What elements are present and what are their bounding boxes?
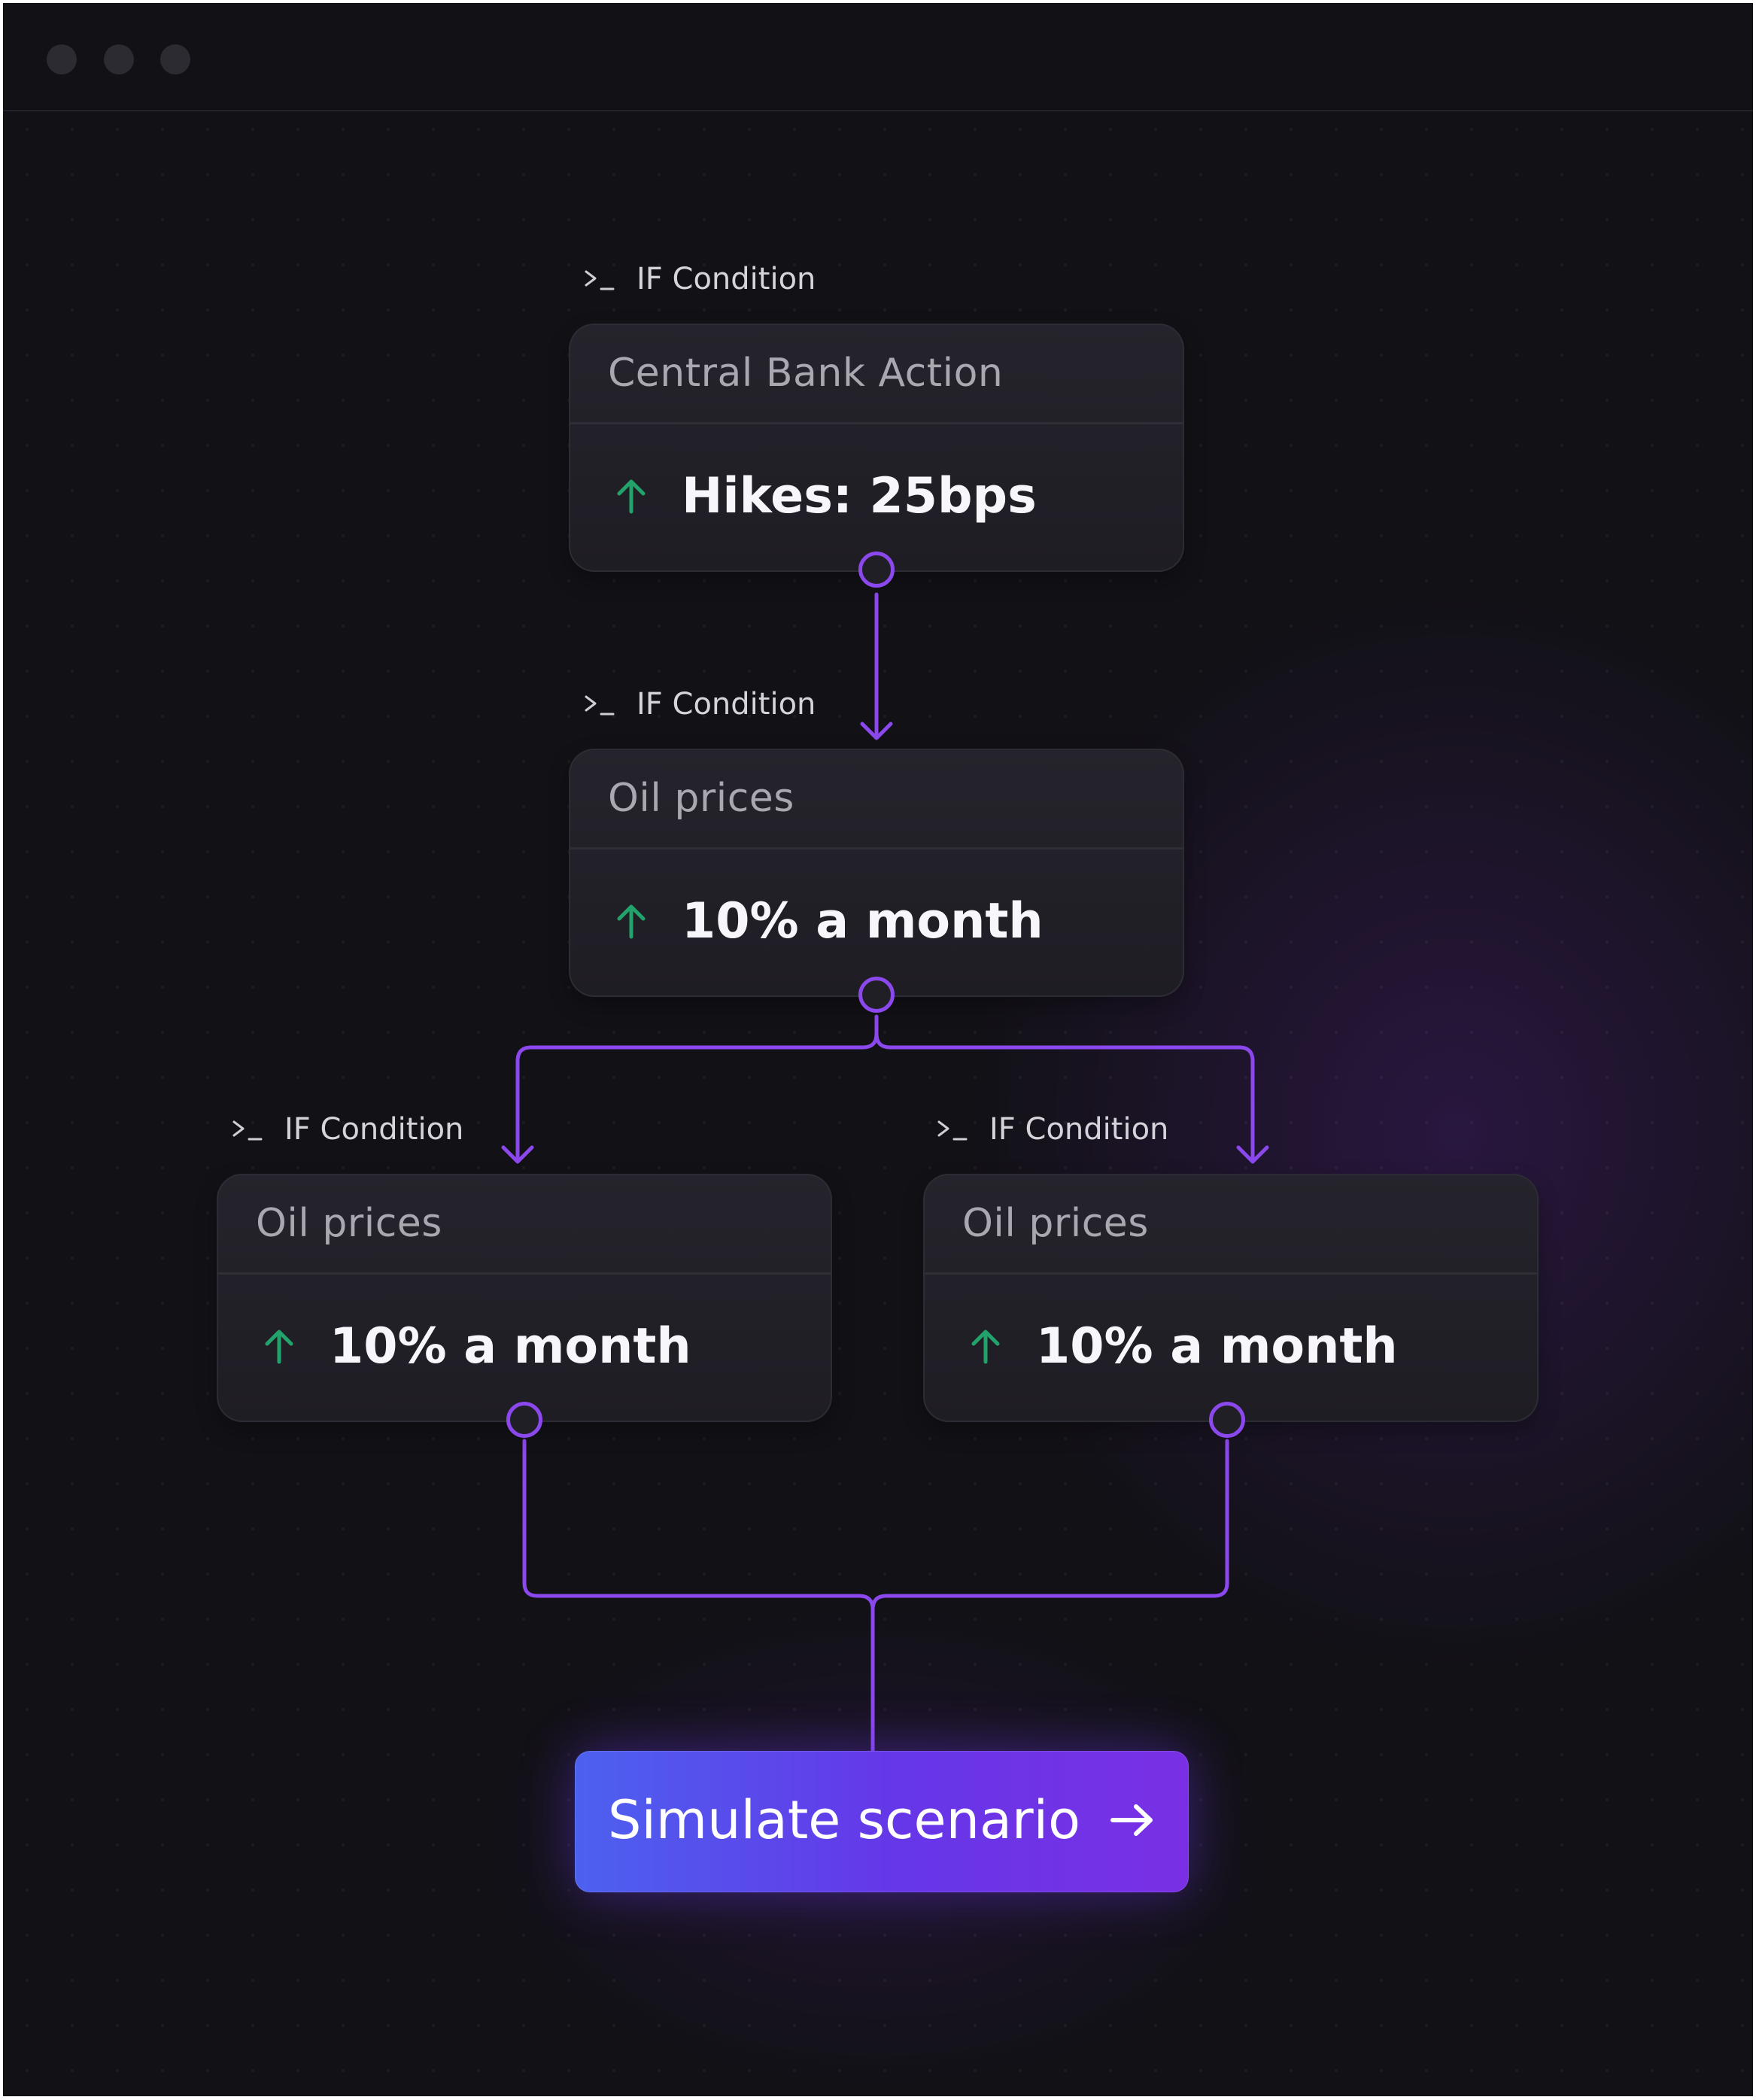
- condition-label: IF Condition: [584, 683, 816, 725]
- condition-label: IF Condition: [937, 1108, 1168, 1150]
- arrow-up-icon: [617, 479, 646, 514]
- node-value: 10% a month: [682, 892, 1044, 950]
- terminal-icon: [937, 1120, 968, 1141]
- arrow-right-icon: [1110, 1804, 1153, 1836]
- terminal-icon: [585, 695, 615, 716]
- output-port[interactable]: [506, 1402, 542, 1438]
- arrow-up-icon: [265, 1330, 293, 1364]
- condition-label-text: IF Condition: [284, 1112, 464, 1147]
- condition-label-text: IF Condition: [636, 687, 816, 722]
- window-maximize-dot[interactable]: [160, 44, 190, 74]
- node-title: Central Bank Action: [569, 324, 1184, 424]
- terminal-icon: [585, 270, 615, 290]
- node-value-row: Hikes: 25bps: [569, 424, 1184, 567]
- window-titlebar: [3, 3, 1753, 111]
- node-value: Hikes: 25bps: [682, 467, 1037, 524]
- arrow-up-icon: [617, 904, 646, 939]
- flow-editor-window: IF Condition Central Bank Action Hikes: …: [3, 3, 1753, 2096]
- terminal-icon: [232, 1120, 263, 1141]
- node-title: Oil prices: [569, 749, 1184, 849]
- node-title: Oil prices: [217, 1174, 832, 1275]
- node-title: Oil prices: [923, 1174, 1539, 1275]
- node-value: 10% a month: [1036, 1317, 1398, 1375]
- condition-label-text: IF Condition: [989, 1112, 1169, 1147]
- condition-node-oil-prices-right[interactable]: Oil prices 10% a month: [923, 1174, 1539, 1438]
- condition-label: IF Condition: [584, 258, 816, 300]
- node-value-row: 10% a month: [569, 849, 1184, 992]
- output-port[interactable]: [858, 552, 895, 588]
- condition-node-oil-prices-left[interactable]: Oil prices 10% a month: [217, 1174, 832, 1438]
- condition-label: IF Condition: [232, 1108, 463, 1150]
- simulate-scenario-label: Simulate scenario: [608, 1789, 1080, 1851]
- window-close-dot[interactable]: [47, 44, 77, 74]
- output-port[interactable]: [858, 977, 895, 1013]
- condition-label-text: IF Condition: [636, 262, 816, 296]
- simulate-scenario-button[interactable]: Simulate scenario: [575, 1751, 1189, 1892]
- window-minimize-dot[interactable]: [104, 44, 134, 74]
- arrow-up-icon: [971, 1330, 1000, 1364]
- node-value-row: 10% a month: [217, 1275, 832, 1418]
- node-value-row: 10% a month: [923, 1275, 1539, 1418]
- condition-node-central-bank-action[interactable]: Central Bank Action Hikes: 25bps: [569, 324, 1184, 588]
- node-value: 10% a month: [330, 1317, 691, 1375]
- output-port[interactable]: [1209, 1402, 1245, 1438]
- condition-node-oil-prices[interactable]: Oil prices 10% a month: [569, 749, 1184, 1013]
